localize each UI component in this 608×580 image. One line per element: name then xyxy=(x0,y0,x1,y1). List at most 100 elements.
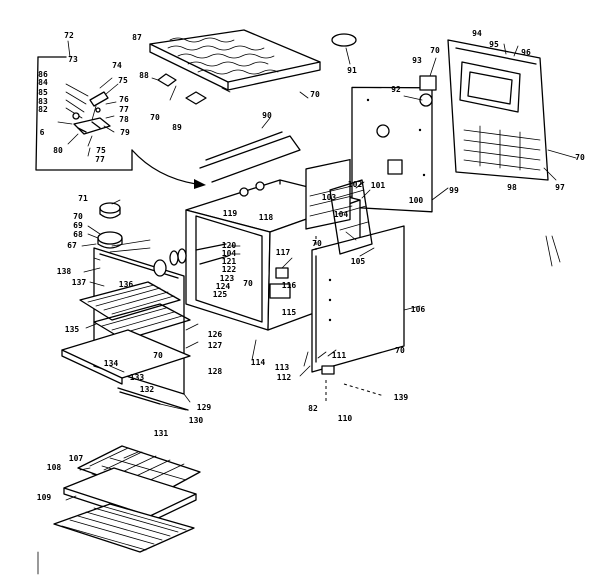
callout-88: 88 xyxy=(139,71,149,80)
callout-122: 122 xyxy=(221,265,237,274)
callout-119: 119 xyxy=(222,209,238,218)
callout-86: 86 xyxy=(38,70,48,79)
callout-131: 131 xyxy=(153,429,169,438)
callout-78: 78 xyxy=(119,115,129,124)
callout-118: 118 xyxy=(258,213,274,222)
fan-motor-assembly xyxy=(97,202,151,253)
rear-panel xyxy=(351,86,449,213)
callout-91: 91 xyxy=(347,66,357,75)
callout-109: 109 xyxy=(36,493,52,502)
callout-114: 114 xyxy=(250,358,266,367)
insulation xyxy=(329,179,373,255)
callout-112: 112 xyxy=(276,373,292,382)
callout-127: 127 xyxy=(207,341,223,350)
callout-75: 75 xyxy=(118,76,128,85)
broil-element xyxy=(199,117,301,183)
callout-95: 95 xyxy=(489,40,499,49)
callout-120: 120 xyxy=(221,241,237,250)
callout-126: 126 xyxy=(207,330,223,339)
callout-117: 117 xyxy=(275,248,291,257)
callout-72: 72 xyxy=(64,31,74,40)
cooktop-panel xyxy=(149,29,321,105)
callout-79: 79 xyxy=(120,128,130,137)
callout-92: 92 xyxy=(391,85,401,94)
callout-70b: 70 xyxy=(150,113,160,122)
callout-69: 69 xyxy=(73,221,83,230)
callout-135: 135 xyxy=(64,325,80,334)
callout-70e: 70 xyxy=(312,239,322,248)
callout-106: 106 xyxy=(410,305,426,314)
callout-70f: 70 xyxy=(73,212,83,221)
side-panel xyxy=(311,225,421,375)
callout-133: 133 xyxy=(129,373,145,382)
callout-132: 132 xyxy=(139,385,155,394)
callout-70i: 70 xyxy=(395,346,405,355)
control-knob-assembly xyxy=(403,57,437,107)
callout-84: 84 xyxy=(38,78,48,87)
callout-83: 83 xyxy=(38,97,48,106)
callout-77b: 77 xyxy=(95,155,105,164)
callout-70h: 70 xyxy=(153,351,163,360)
callout-138: 138 xyxy=(56,267,72,276)
callout-71: 71 xyxy=(78,194,88,203)
callout-104a: 104 xyxy=(333,210,349,219)
callout-70g: 70 xyxy=(243,279,253,288)
callout-121: 121 xyxy=(221,257,237,266)
callout-102: 102 xyxy=(347,180,363,189)
callout-6: 6 xyxy=(39,128,45,137)
callout-115: 115 xyxy=(281,308,297,317)
callout-93: 93 xyxy=(412,56,422,65)
callout-96: 96 xyxy=(521,48,531,57)
broiler-pan-set xyxy=(53,445,201,553)
gasket-ring xyxy=(331,33,357,47)
callout-107: 107 xyxy=(68,454,84,463)
callout-94: 94 xyxy=(472,29,482,38)
callout-123: 123 xyxy=(219,274,235,283)
callout-76: 76 xyxy=(119,95,129,104)
callout-75b: 75 xyxy=(96,146,106,155)
control-panel xyxy=(447,39,577,181)
callout-137: 137 xyxy=(71,278,87,287)
callout-111: 111 xyxy=(331,351,347,360)
callout-70a: 70 xyxy=(310,90,320,99)
leader-lines xyxy=(37,87,561,575)
callout-130: 130 xyxy=(188,416,204,425)
callout-101: 101 xyxy=(370,181,386,190)
callout-70c: 70 xyxy=(430,46,440,55)
callout-129: 129 xyxy=(196,403,212,412)
callout-125: 125 xyxy=(212,290,228,299)
callout-77: 77 xyxy=(119,105,129,114)
burner-valve-parts xyxy=(153,243,241,277)
toe-kick xyxy=(117,387,189,411)
callout-100: 100 xyxy=(408,196,424,205)
callout-90: 90 xyxy=(262,111,272,120)
callout-128: 128 xyxy=(207,367,223,376)
callout-89: 89 xyxy=(172,123,182,132)
callout-67: 67 xyxy=(67,241,77,250)
callout-116: 116 xyxy=(281,281,297,290)
callout-105: 105 xyxy=(350,257,366,266)
callout-70d: 70 xyxy=(575,153,585,162)
callout-73: 73 xyxy=(68,55,78,64)
inset-detail-box xyxy=(35,40,206,189)
callout-113: 113 xyxy=(274,363,290,372)
callout-97: 97 xyxy=(555,183,565,192)
callout-98: 98 xyxy=(507,183,517,192)
callout-82b: 82 xyxy=(308,404,318,413)
callout-74: 74 xyxy=(112,61,122,70)
callout-136: 136 xyxy=(118,280,134,289)
callout-99: 99 xyxy=(449,186,459,195)
drip-tray xyxy=(61,329,191,385)
callout-108: 108 xyxy=(46,463,62,472)
oven-rack xyxy=(79,281,191,341)
callout-110: 110 xyxy=(337,414,353,423)
callout-87: 87 xyxy=(132,33,142,42)
callout-80: 80 xyxy=(53,146,63,155)
callout-82: 82 xyxy=(38,105,48,114)
callout-134: 134 xyxy=(103,359,119,368)
callout-85: 85 xyxy=(38,88,48,97)
callout-103: 103 xyxy=(321,193,337,202)
callout-139: 139 xyxy=(393,393,409,402)
